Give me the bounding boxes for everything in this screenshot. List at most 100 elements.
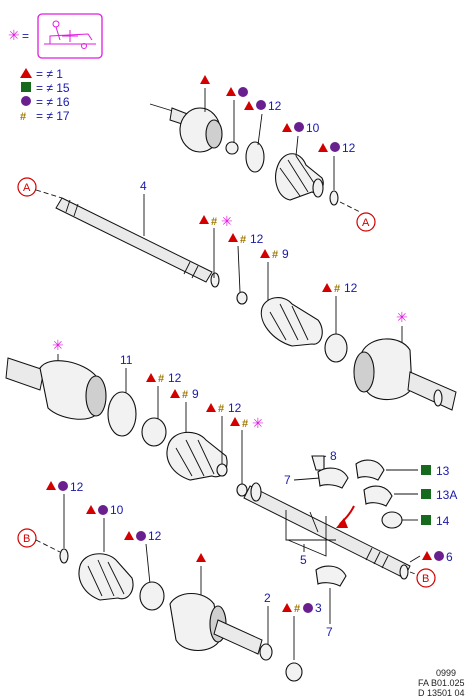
callout-14: 14 [421,514,450,528]
callout-low-2: # 9 [166,387,228,481]
svg-text:#: # [294,603,300,615]
svg-text:A: A [362,217,370,229]
circlip [225,141,239,155]
callout-bot-4 [169,553,273,661]
svg-text:10: 10 [306,121,320,135]
svg-text:B: B [23,533,30,545]
svg-text:= ≠ 1: = ≠ 1 [36,67,63,81]
callout-upper-3: 12 [244,99,282,146]
svg-text:#: # [158,373,164,385]
svg-text:12: 12 [228,401,242,415]
footer-line-2: FA B01.025 [418,678,465,688]
ref-b-right: B [409,568,436,588]
callout-7-bottom: 7 [315,565,347,639]
callout-3: # 3 [282,601,322,682]
boot-clamp [245,141,265,173]
footer-line-1: 0999 [436,668,456,678]
callout-upper-1 [200,75,210,112]
callout-bot-2: 10 [78,503,134,601]
svg-text:#: # [334,283,340,295]
callout-upper-5: 12 [318,141,356,190]
vehicle-location-icon-drawing [44,20,96,49]
callout-upper-2 [226,87,248,143]
svg-text:9: 9 [282,247,289,261]
bracket-right [336,459,418,529]
callout-mid-1: # ✳ [199,214,233,278]
footer-codes: 0999 FA B01.025 D 13501 04 [418,668,465,698]
svg-text:7: 7 [326,625,333,639]
svg-text:#: # [20,111,26,123]
legend-item-circle: = ≠ 16 [21,95,70,109]
clamp-small [236,291,248,305]
svg-text:#: # [272,249,278,261]
boot-clamp-large [324,333,348,363]
svg-text:5: 5 [300,553,307,567]
header-icon-box: ✳ = [8,13,103,59]
svg-text:9: 9 [192,387,199,401]
svg-text:✳: ✳ [221,214,233,230]
legend-item-triangle: = ≠ 1 [20,67,63,81]
tripod-housing-right: ✳ [353,310,457,411]
callout-11: 11 [107,353,137,437]
svg-text:#: # [242,418,248,430]
svg-text:✳: ✳ [252,416,264,432]
callout-low-3: # 12 [206,401,242,477]
ref-a-right: A [356,212,376,232]
ref-b-left: B [17,528,61,553]
callout-2: 2 [264,591,271,644]
legend-item-square: = ≠ 15 [21,81,70,95]
legend-item-hash: # = ≠ 17 [20,109,70,123]
svg-text:12: 12 [168,371,182,385]
svg-text:✳: ✳ [52,338,64,354]
svg-text:13: 13 [436,464,450,478]
svg-text:= ≠ 16: = ≠ 16 [36,95,70,109]
inner-boot [260,297,323,347]
callout-mid-4: # 12 [322,281,358,336]
callout-13: 13 [421,464,450,478]
svg-text:3: 3 [315,601,322,615]
footer-line-3: D 13501 04 [418,688,465,698]
callout-low-1: # 12 [141,371,182,447]
svg-text:#: # [211,216,217,228]
svg-text:4: 4 [140,179,147,193]
ref-a-left: A [17,177,63,199]
svg-text:✳: ✳ [396,310,408,326]
star-symbol: ✳ [8,28,20,44]
svg-text:11: 11 [120,353,133,367]
svg-text:12: 12 [70,480,84,494]
callout-low-4: # ✳ [230,416,264,497]
svg-text:7: 7 [284,473,291,487]
callout-bot-3: 12 [124,529,165,611]
legend: = ≠ 1 = ≠ 15 = ≠ 16 # = ≠ 17 [20,67,70,123]
svg-text:#: # [218,403,224,415]
star-equals: = [22,29,29,43]
callout-13a: 13A [421,488,457,502]
callout-6: 6 [409,550,453,564]
callout-7-top: 7 [284,467,349,489]
callout-bot-1: 12 [46,480,84,564]
svg-text:A: A [23,182,31,194]
callout-mid-3: # 9 [260,247,289,300]
callout-mid-2: # 12 [228,232,264,293]
svg-text:13A: 13A [436,488,457,502]
svg-text:#: # [182,389,188,401]
tripod-housing-left: ✳ [5,338,107,420]
svg-text:12: 12 [342,141,356,155]
drive-shaft-5: 5 [243,482,411,580]
svg-text:2: 2 [264,591,271,605]
svg-text:B: B [422,573,429,585]
svg-text:8: 8 [330,449,337,463]
svg-text:12: 12 [250,232,264,246]
upper-cv-assembly [149,103,361,213]
svg-text:14: 14 [436,514,450,528]
svg-text:12: 12 [268,99,282,113]
svg-text:= ≠ 15: = ≠ 15 [36,81,70,95]
svg-text:6: 6 [446,550,453,564]
svg-text:#: # [240,234,246,246]
callout-upper-4: 10 [282,121,320,157]
svg-text:12: 12 [148,529,162,543]
svg-text:12: 12 [344,281,358,295]
callout-8: 8 [311,449,337,471]
drive-shaft-4: 4 [55,179,220,288]
